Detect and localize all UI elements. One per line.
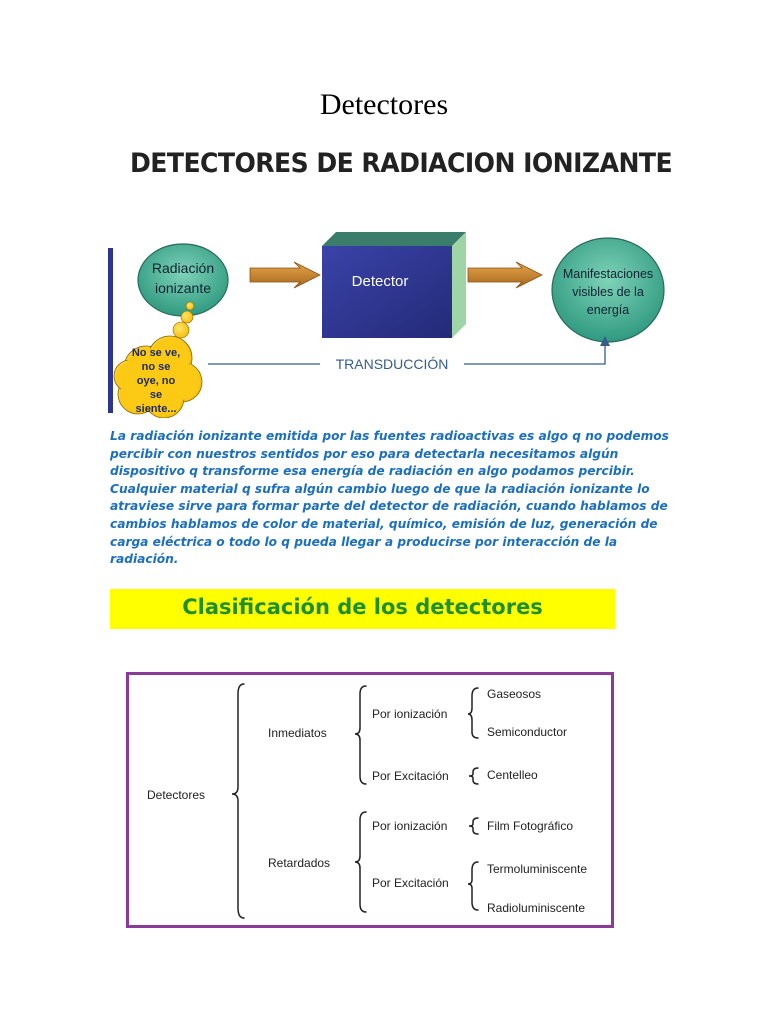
left-edge-bar: [108, 248, 113, 413]
tree-inmediatos-excitacion: Por Excitación: [372, 769, 449, 783]
detector-box-top: [322, 232, 466, 246]
tree-leaf-film: Film Fotográfico: [487, 819, 573, 833]
tree-retardados-ionizacion: Por ionización: [372, 819, 447, 833]
cloud-text-line-3: oye, no: [137, 375, 176, 387]
output-label-line-1: Manifestaciones: [563, 267, 653, 281]
cloud-text-line-2: no se: [142, 361, 171, 373]
tree-retardados-excitacion: Por Excitación: [372, 876, 449, 890]
classification-banner: Clasificación de los detectores: [110, 589, 615, 629]
classification-frame: [126, 672, 614, 928]
output-label-line-3: energía: [587, 303, 629, 317]
tree-inmediatos-ionizacion: Por ionización: [372, 707, 447, 721]
tree-root-label: Detectores: [147, 788, 205, 802]
brace-inmediatos-excitacion: [468, 767, 479, 785]
tree-leaf-termoluminiscente: Termoluminiscente: [487, 862, 587, 876]
cloud-text-line-1: No se ve,: [132, 347, 180, 359]
brace-root: [231, 683, 245, 919]
tree-group-inmediatos: Inmediatos: [268, 726, 327, 740]
classification-banner-text: Clasificación de los detectores: [182, 595, 543, 619]
tree-leaf-radioluminiscente: Radioluminiscente: [487, 901, 585, 915]
radiation-label-line-1: Radiación: [152, 260, 214, 276]
detector-box-front: [322, 246, 452, 338]
transduction-label: TRANSDUCCIÓN: [336, 356, 449, 372]
brace-retardados: [354, 811, 367, 913]
radiation-detection-diagram: Radiación ionizante Detector Manifestaci…: [108, 232, 665, 418]
radiation-label-line-2: ionizante: [155, 280, 211, 296]
cloud-text-line-4: se: [150, 389, 162, 401]
cloud-text-line-5: siente...: [136, 403, 177, 415]
output-label-line-2: visibles de la: [572, 285, 644, 299]
tree-leaf-centelleo: Centelleo: [487, 768, 538, 782]
brace-retardados-ionizacion: [468, 817, 479, 835]
detector-label: Detector: [352, 273, 409, 290]
tree-group-retardados: Retardados: [268, 856, 330, 870]
arrow-to-output: [467, 261, 543, 289]
brace-inmediatos-ionizacion: [467, 687, 479, 739]
page-title: Detectores: [319, 88, 449, 121]
bubble-2: [180, 310, 194, 324]
bubble-3: [172, 321, 190, 339]
thought-cloud-fill: [116, 338, 200, 416]
description-paragraph: La radiación ionizante emitida por las f…: [110, 429, 669, 567]
bubble-1: [185, 301, 195, 311]
detector-box-side: [452, 232, 466, 338]
transduction-arrowhead: [600, 336, 610, 346]
tree-leaf-gaseosos: Gaseosos: [487, 687, 541, 701]
figure-title: DETECTORES DE RADIACION IONIZANTE: [130, 148, 673, 179]
arrow-to-detector: [249, 261, 321, 289]
classification-tree: Detectores Inmediatos Retardados Por ion…: [147, 683, 587, 919]
tree-leaf-semiconductor: Semiconductor: [487, 725, 567, 739]
transduction-line-right: [464, 344, 606, 365]
brace-retardados-excitacion: [467, 861, 479, 911]
brace-inmediatos: [354, 685, 367, 785]
